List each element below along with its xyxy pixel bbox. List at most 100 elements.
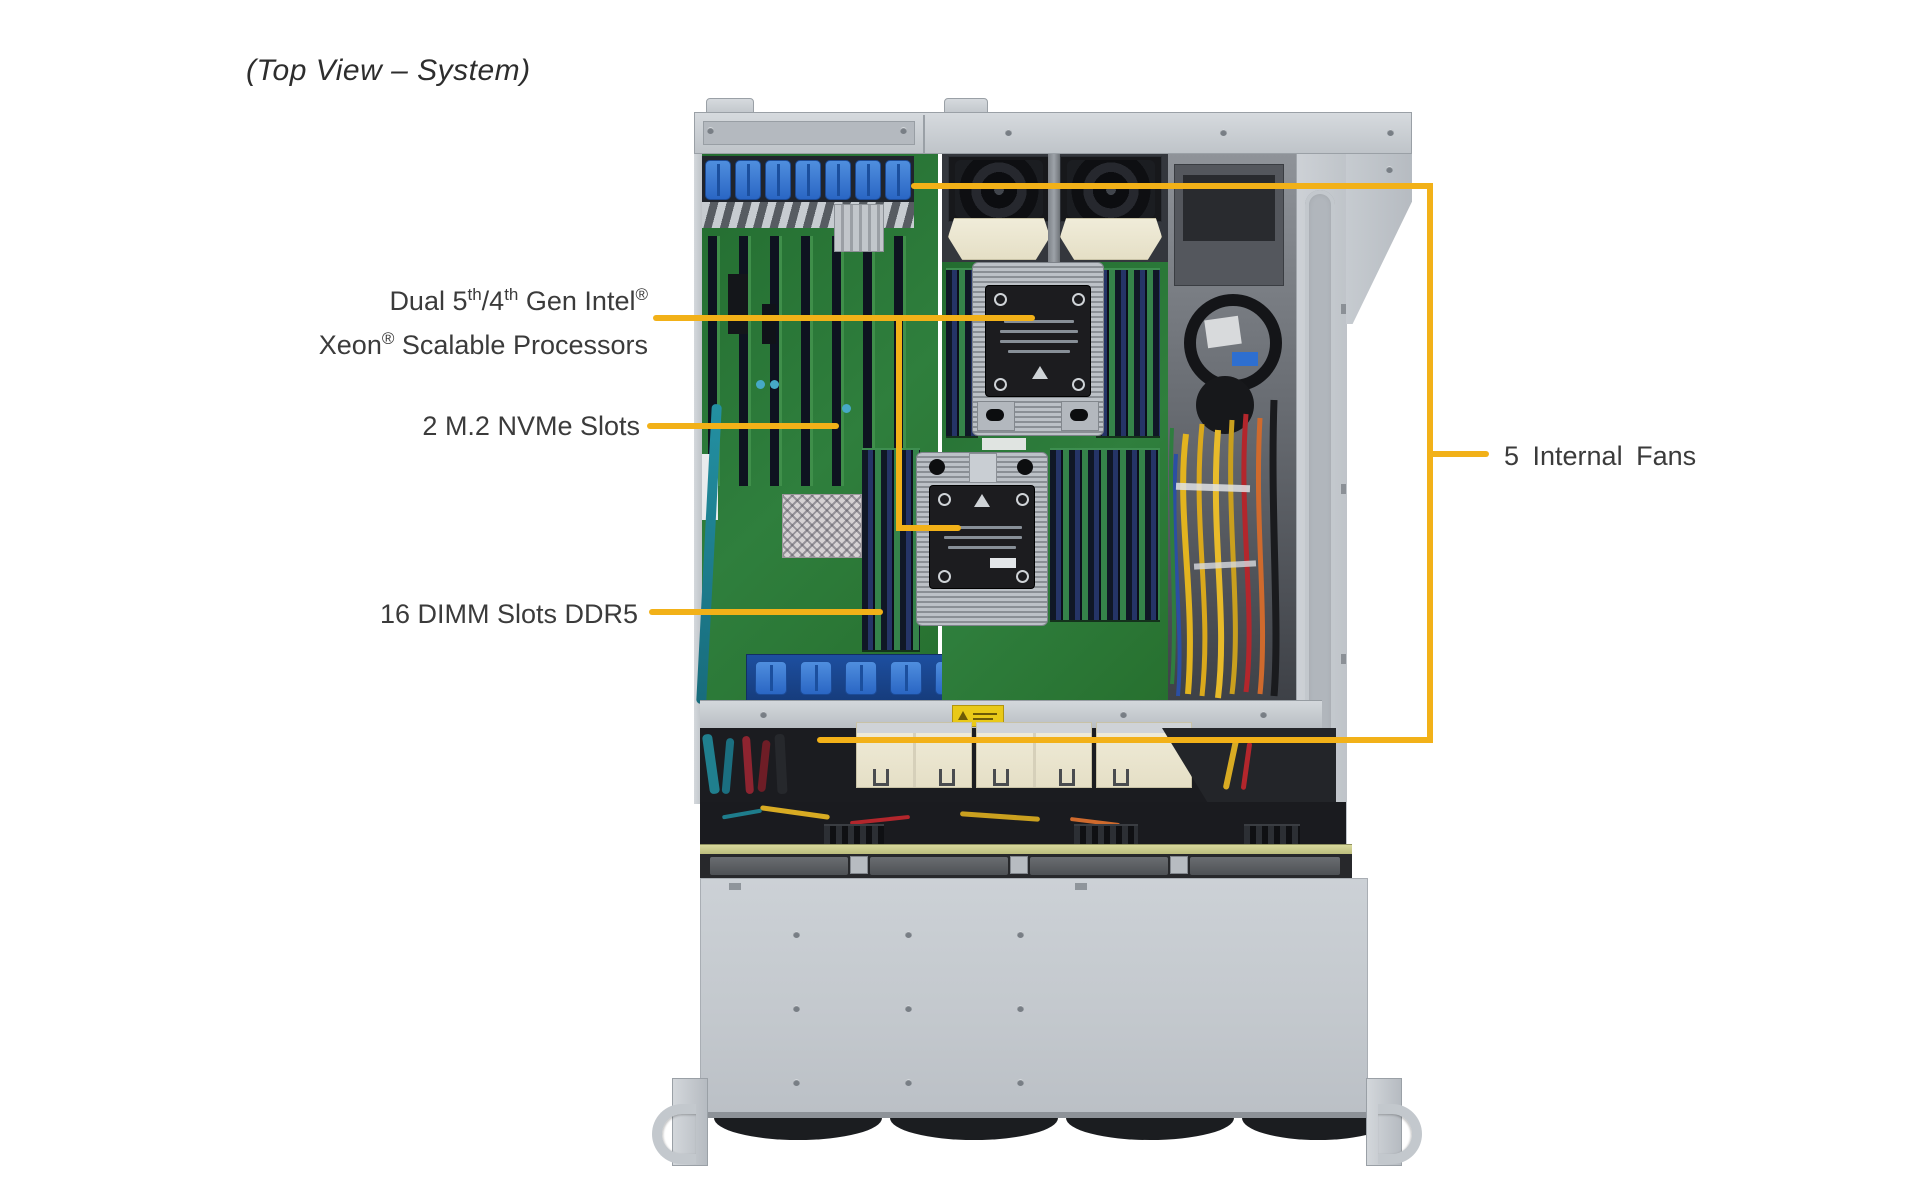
label-internal-fans: 5 Internal Fans xyxy=(1504,441,1697,471)
capacitor xyxy=(842,404,851,413)
wall-notch xyxy=(1341,484,1346,494)
cpu1-label-plate xyxy=(985,285,1091,397)
screw xyxy=(1005,129,1012,136)
drive-caddy xyxy=(1030,857,1168,875)
cpu2-heatsink xyxy=(916,452,1048,626)
fan-clip xyxy=(1059,769,1075,786)
psu-cable-bundle xyxy=(1169,399,1280,699)
plate-screw xyxy=(938,570,951,583)
plate-sticker xyxy=(990,558,1016,568)
mount-screw-slot xyxy=(986,409,1004,421)
screw xyxy=(1220,129,1227,136)
sticker-text-line xyxy=(973,718,993,720)
cpu2-top-tab xyxy=(969,453,997,483)
plate-screw xyxy=(1072,378,1085,391)
pcie-latch xyxy=(885,160,911,200)
fan-clip xyxy=(993,769,1009,786)
warning-triangle-icon xyxy=(974,494,990,507)
plate-text-line xyxy=(1000,330,1078,333)
caddy-clip xyxy=(1170,856,1188,874)
label-processors: Dual 5th/4th Gen Intel®Xeon® Scalable Pr… xyxy=(318,285,648,360)
cpu1-heatsink xyxy=(972,262,1104,436)
blue-connector xyxy=(1232,352,1258,366)
backplane-edge xyxy=(700,844,1352,855)
dimm-bank-right-upper xyxy=(1096,268,1160,438)
panel-tab xyxy=(1075,883,1087,890)
plate-text-line xyxy=(1004,320,1074,323)
holder-clip xyxy=(890,661,922,695)
panel-screw xyxy=(1017,1005,1024,1012)
wall-notch xyxy=(1341,304,1346,314)
plate-text-line xyxy=(948,546,1016,549)
plate-text-line xyxy=(944,536,1022,539)
pcie-latch xyxy=(855,160,881,200)
power-connector-block xyxy=(824,824,884,844)
front-fan-edge xyxy=(890,1118,1058,1140)
fan-divider xyxy=(1048,154,1060,262)
screw xyxy=(1260,711,1267,718)
panel-screw xyxy=(793,931,800,938)
figure-title: (Top View – System) xyxy=(246,54,531,87)
fan-top-rail xyxy=(977,723,1091,733)
chassis-foot-right-hook xyxy=(1378,1104,1422,1164)
panel-screw xyxy=(905,1005,912,1012)
caddy-clip xyxy=(1010,856,1028,874)
fan-clip xyxy=(1113,769,1129,786)
hex-screw xyxy=(929,459,945,475)
label-m2-slots: 2 M.2 NVMe Slots xyxy=(422,411,640,441)
plate-screw xyxy=(1072,293,1085,306)
mid-fan-module xyxy=(976,722,1092,788)
chip xyxy=(762,304,776,344)
chassis-left-wall xyxy=(694,154,704,804)
panel-screw xyxy=(905,1079,912,1086)
dimm-bank-right-lower xyxy=(1050,448,1160,622)
panel-tab xyxy=(729,883,741,890)
screw xyxy=(1120,711,1127,718)
capacitor xyxy=(756,380,765,389)
screw xyxy=(1386,166,1393,173)
panel-screw xyxy=(1017,1079,1024,1086)
sticker-text-line xyxy=(973,713,997,715)
lower-cable-tray xyxy=(700,802,1346,844)
holder-clip xyxy=(755,661,787,695)
fan-seam xyxy=(1033,733,1036,787)
drive-caddy xyxy=(870,857,1008,875)
processors-callout-branch xyxy=(896,315,961,531)
fan-air-shroud xyxy=(948,218,1050,260)
plate-screw xyxy=(994,293,1007,306)
pcie-latch xyxy=(765,160,791,200)
screw xyxy=(707,127,714,134)
fan-top-rail xyxy=(1097,723,1191,733)
mount-screw-slot xyxy=(1070,409,1088,421)
plate-text-line xyxy=(1000,340,1078,343)
front-fan-edge xyxy=(714,1118,882,1140)
pcie-latch xyxy=(795,160,821,200)
mid-fan-module xyxy=(856,722,972,788)
fans-callout-bracket xyxy=(817,183,1433,743)
panel-screw xyxy=(905,931,912,938)
top-rim-seam xyxy=(923,115,925,153)
bottom-cover-panel xyxy=(700,878,1368,1114)
power-connector-block xyxy=(1074,824,1138,844)
warning-triangle-icon xyxy=(958,711,968,720)
fan-top-rail xyxy=(857,723,971,733)
holder-clip xyxy=(800,661,832,695)
front-fan-edge xyxy=(1242,1118,1394,1140)
plate-screw xyxy=(1016,493,1029,506)
screw xyxy=(760,711,767,718)
top-rim-recess xyxy=(703,121,915,145)
wall-notch xyxy=(1341,654,1346,664)
panel-screw xyxy=(793,1079,800,1086)
pcie-latch xyxy=(735,160,761,200)
drive-caddy-row xyxy=(700,854,1352,878)
board-label xyxy=(982,438,1026,450)
cross-brace xyxy=(700,700,1322,730)
chassis-top-rim xyxy=(694,112,1412,154)
internal-fans-mid-row xyxy=(700,722,1336,802)
panel-bottom-rim xyxy=(700,1112,1368,1118)
chassis-foot-left-hook xyxy=(652,1104,696,1164)
drive-caddy xyxy=(710,857,848,875)
plate-screw xyxy=(938,493,951,506)
front-fan-edge xyxy=(1066,1118,1234,1140)
